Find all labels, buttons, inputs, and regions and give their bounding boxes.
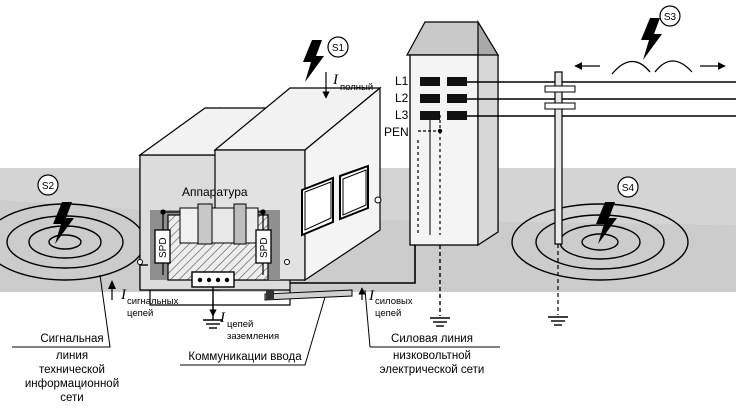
svg-text:низковольтной: низковольтной xyxy=(393,350,471,362)
svg-text:электрической сети: электрической сети xyxy=(380,364,485,376)
spd-left: SPD xyxy=(154,229,171,264)
svg-text:информационной: информационной xyxy=(25,378,119,390)
svg-text:I: I xyxy=(219,310,226,326)
source-badge-s2: S2 xyxy=(37,174,59,196)
grounding-bar xyxy=(191,271,235,288)
svg-text:Силовая линия: Силовая линия xyxy=(391,333,473,345)
signal-line-caption: Сигнальная линия технической информацион… xyxy=(25,333,119,404)
distribution-substation xyxy=(405,19,500,247)
svg-text:S1: S1 xyxy=(332,43,345,54)
lightning-bolt-s4 xyxy=(596,202,617,244)
input-comms-caption: Коммуникации ввода xyxy=(188,351,302,363)
power-line-caption: Силовая линия низковольтной электрическо… xyxy=(380,333,485,376)
line-label-l1: L1 xyxy=(395,74,409,88)
svg-text:Сигнальная: Сигнальная xyxy=(40,333,103,345)
signal-current-label: I сигнальных цепей xyxy=(120,287,179,319)
svg-text:S4: S4 xyxy=(622,183,635,194)
source-badge-s1: S1 xyxy=(327,36,349,58)
equipment-unit xyxy=(179,203,259,245)
ground-electrode-substation xyxy=(430,245,450,327)
svg-text:линия: линия xyxy=(56,350,88,362)
input-communications-pipe xyxy=(264,289,353,301)
equipment-label: Аппаратура xyxy=(182,185,248,199)
overhead-power-lines xyxy=(467,81,736,117)
source-badge-s4: S4 xyxy=(617,176,639,198)
svg-text:технической: технической xyxy=(39,364,105,376)
callout-lines xyxy=(12,274,500,366)
svg-text:цепей: цепей xyxy=(227,319,253,330)
svg-text:I: I xyxy=(332,72,339,88)
svg-text:I: I xyxy=(120,287,127,303)
lightning-bolt-s1 xyxy=(303,40,324,82)
line-label-l2: L2 xyxy=(395,91,409,105)
spd-right: SPD xyxy=(255,229,272,264)
svg-text:SPD: SPD xyxy=(259,237,270,258)
svg-text:заземления: заземления xyxy=(227,331,279,342)
svg-text:цепей: цепей xyxy=(375,308,401,319)
svg-text:I: I xyxy=(368,288,375,304)
lightning-bolt-s2 xyxy=(53,202,74,244)
svg-text:сигнальных: сигнальных xyxy=(127,296,179,307)
power-supply-cable xyxy=(290,245,416,284)
s3-induced-surge xyxy=(574,60,726,75)
line-label-l3: L3 xyxy=(395,108,409,122)
line-label-pen: PEN xyxy=(384,125,409,139)
source-badge-s3: S3 xyxy=(659,5,681,27)
full-current-label: I полный xyxy=(332,72,373,93)
svg-text:S2: S2 xyxy=(42,181,55,192)
power-current-label: I силовых цепей xyxy=(368,288,413,319)
ground-current-label: I цепей заземления xyxy=(219,310,279,342)
svg-text:сети: сети xyxy=(60,392,83,404)
svg-text:цепей: цепей xyxy=(127,308,153,319)
svg-text:S3: S3 xyxy=(664,12,677,23)
lightning-bolt-s3 xyxy=(641,18,662,60)
internal-wiring xyxy=(160,209,266,275)
svg-text:силовых: силовых xyxy=(375,296,413,307)
svg-text:полный: полный xyxy=(340,82,373,93)
svg-text:SPD: SPD xyxy=(158,237,169,258)
utility-pole xyxy=(544,71,576,326)
